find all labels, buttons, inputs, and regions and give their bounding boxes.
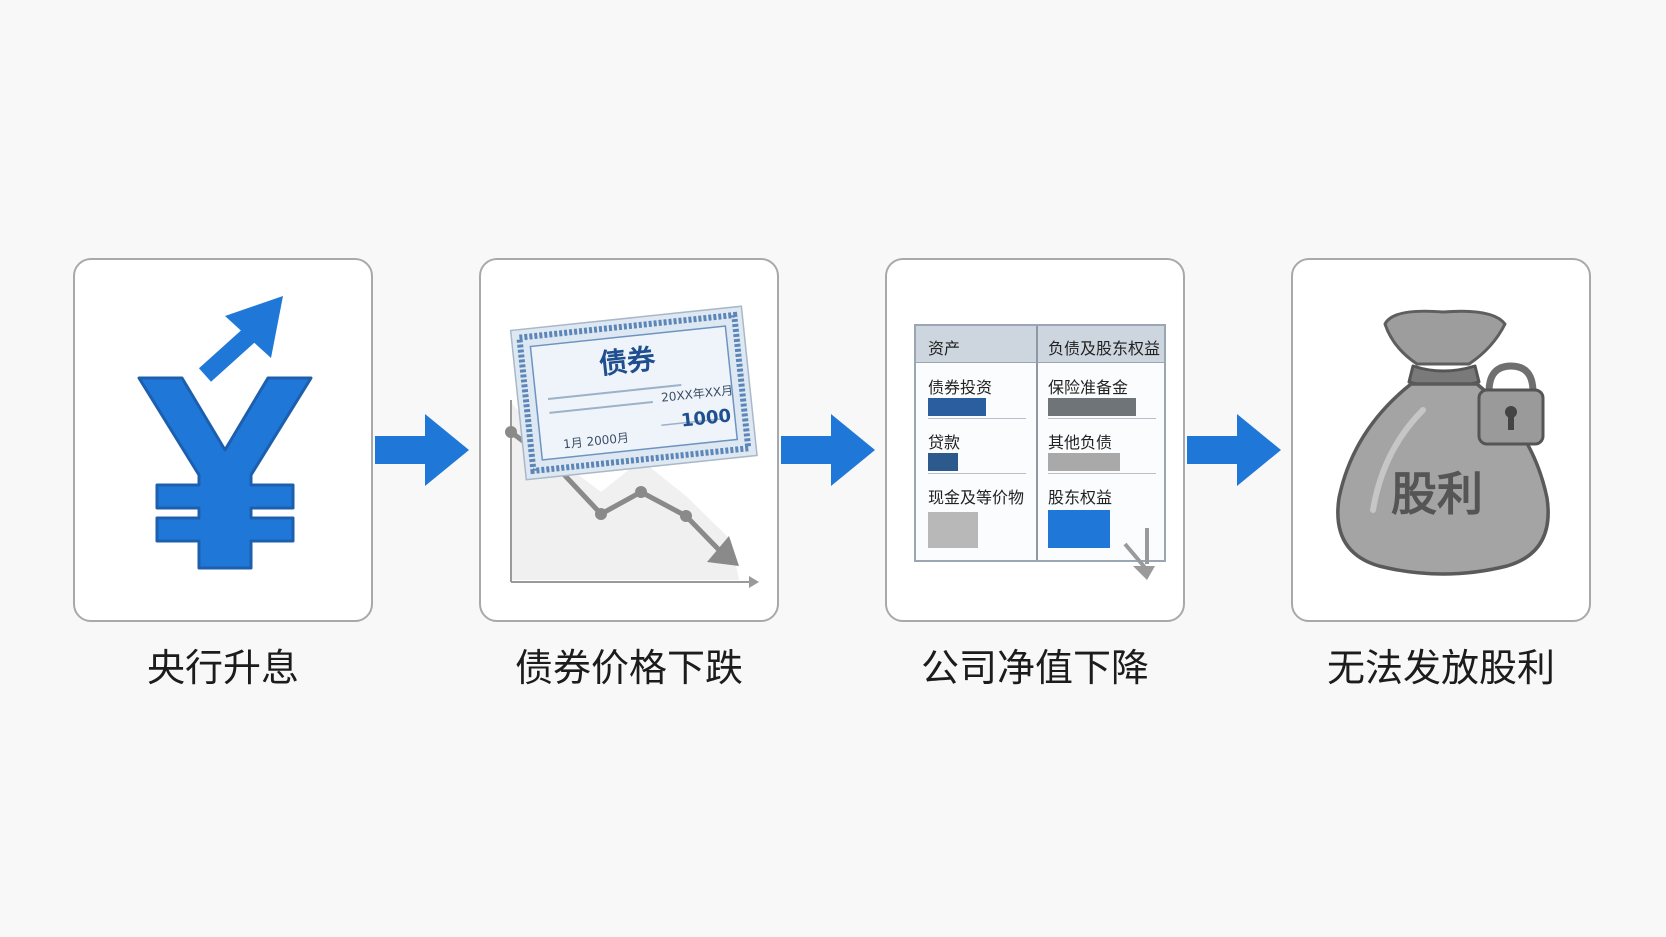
balance-sheet-header — [916, 326, 1164, 363]
locked-dividend-illustration — [1336, 309, 1550, 576]
dividend-text: 股利 — [1391, 467, 1483, 521]
liabilities-header: 负债及股东权益 — [1048, 339, 1161, 358]
step-box-net-worth-drop: 资产 负债及股东权益 债券投资 贷款 现金及等价物 保险准备金 其他负债 股东权… — [885, 258, 1185, 622]
flow-arrow-icon — [375, 414, 469, 486]
balance-sheet-divider — [1036, 326, 1038, 560]
padlock-icon — [1477, 362, 1545, 446]
step-label-net-worth-drop: 公司净值下降 — [920, 646, 1149, 690]
yuan-icon — [137, 376, 313, 570]
asset-bar — [928, 453, 958, 471]
liability-underline — [1048, 418, 1156, 419]
bond-chart-illustration — [505, 305, 759, 588]
liability-underline — [1048, 473, 1156, 474]
asset-label: 现金及等价物 — [928, 488, 1025, 507]
liability-bar — [1048, 453, 1120, 471]
balance-sheet-icon: 资产 负债及股东权益 债券投资 贷款 现金及等价物 保险准备金 其他负债 股东权… — [914, 324, 1166, 562]
liability-bar — [1048, 398, 1136, 416]
step-box-rate-hike — [73, 258, 373, 622]
down-arrow-icon — [1123, 528, 1155, 580]
step-box-no-dividend: 股利 — [1291, 258, 1591, 622]
flow-arrow-icon — [1187, 414, 1281, 486]
flow-arrow-icon — [781, 414, 875, 486]
step-box-bond-price-drop: 债券 20XX年XX月 1000 1月 2000月 — [479, 258, 779, 622]
yuan-rising-illustration — [137, 296, 313, 570]
liability-label: 股东权益 — [1048, 488, 1113, 507]
asset-label: 贷款 — [928, 433, 961, 452]
step-label-bond-price-drop: 债券价格下跌 — [514, 646, 743, 690]
asset-bar — [928, 512, 978, 548]
liability-label: 其他负债 — [1048, 433, 1113, 452]
asset-bar — [928, 398, 986, 416]
step-label-rate-hike: 央行升息 — [146, 646, 299, 690]
bond-certificate-icon — [509, 305, 758, 481]
liability-label: 保险准备金 — [1048, 378, 1129, 397]
liability-bar — [1048, 510, 1110, 548]
asset-underline — [928, 473, 1026, 474]
asset-label: 债券投资 — [928, 378, 993, 397]
up-arrow-icon — [198, 296, 283, 382]
bond-title: 债券 — [597, 342, 657, 381]
assets-header: 资产 — [928, 339, 961, 358]
step-label-no-dividend: 无法发放股利 — [1326, 646, 1555, 690]
asset-underline — [928, 418, 1026, 419]
